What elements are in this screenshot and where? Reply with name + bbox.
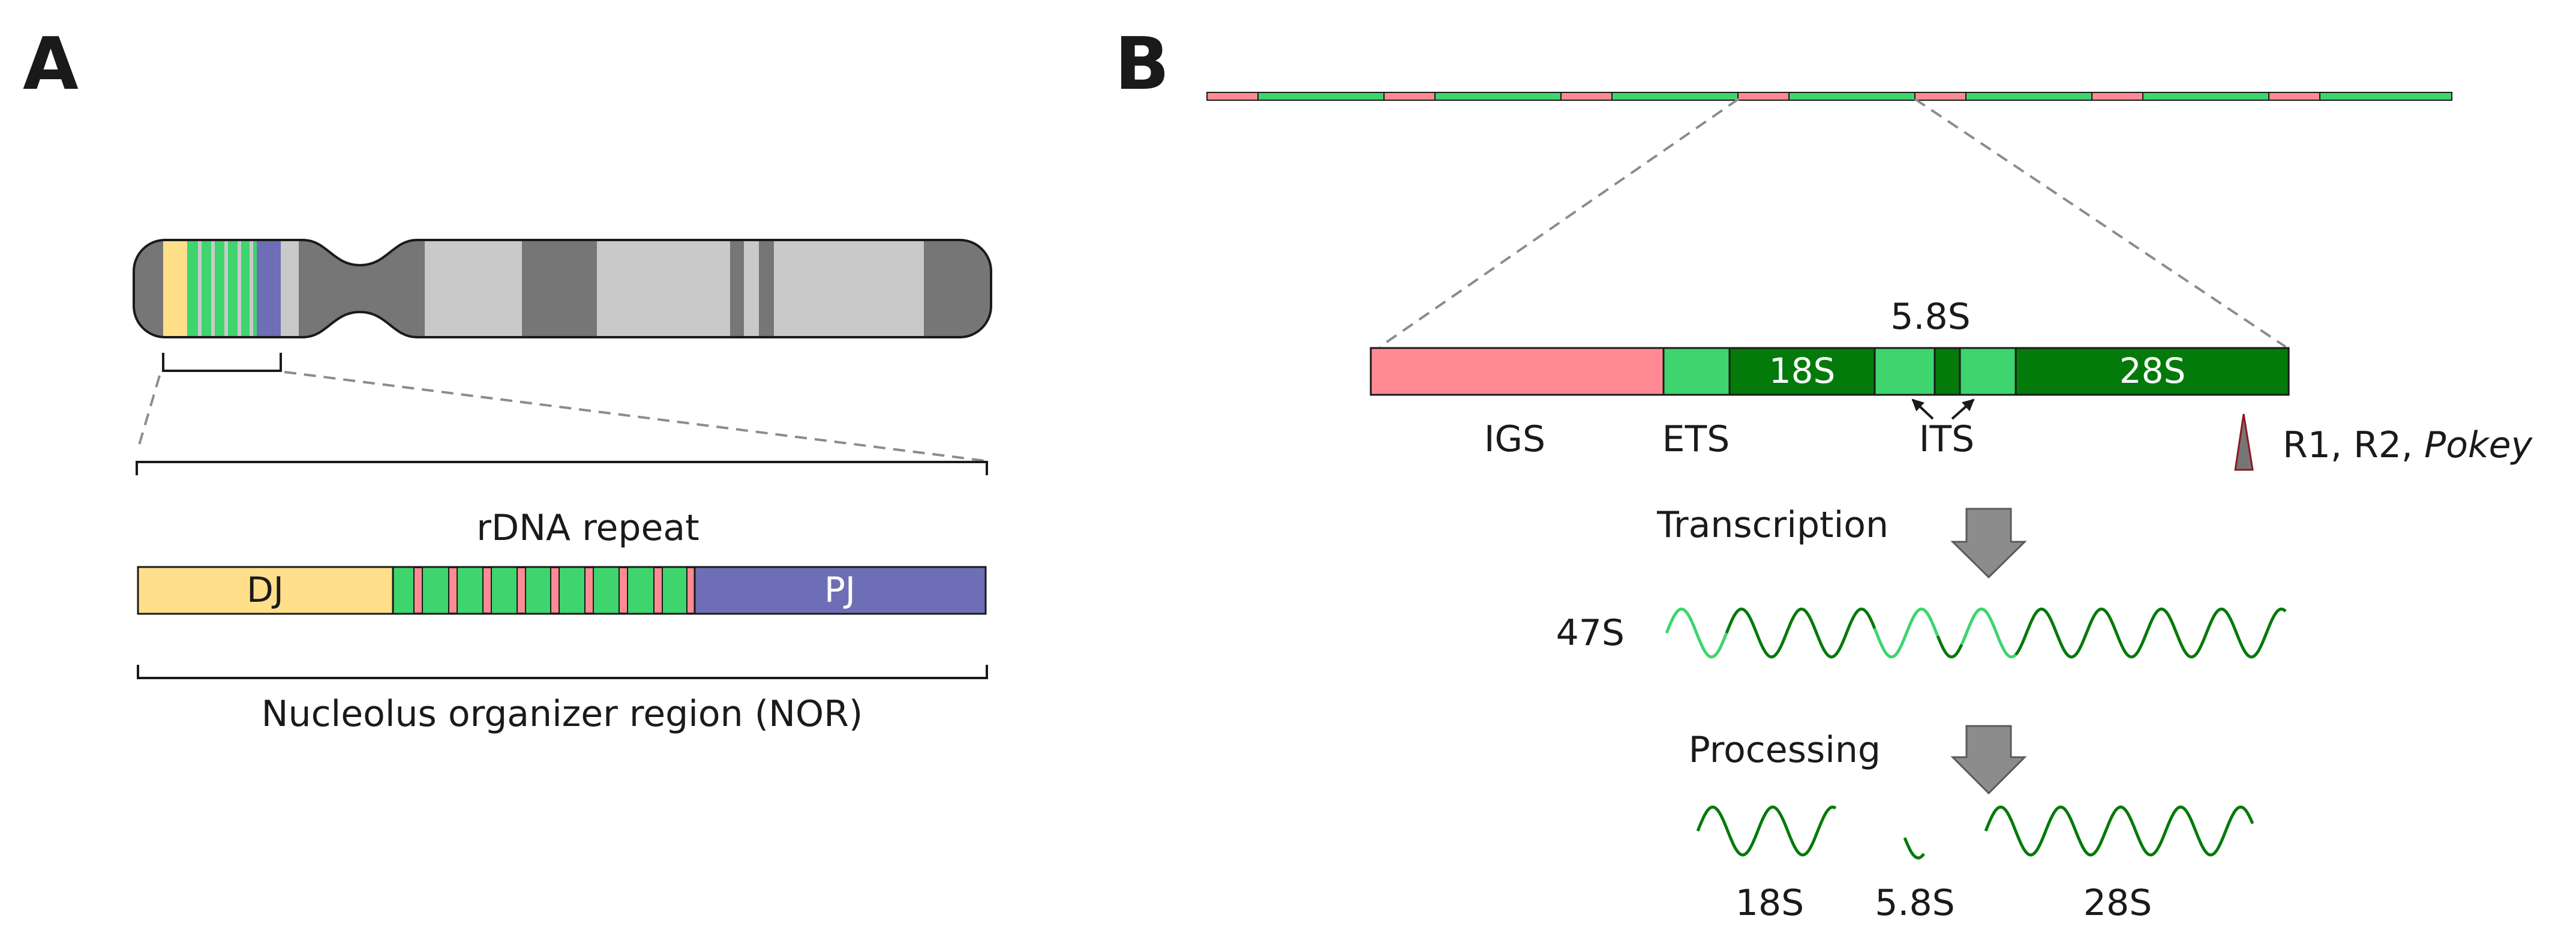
rdna-repeat-spacer <box>584 567 594 614</box>
array-igs-segment <box>1914 92 1966 101</box>
rdna-unit: 18S 28S 5.8S <box>1370 296 2290 396</box>
wave-28s-part <box>2014 607 2287 659</box>
chromosome-pj-band <box>257 240 281 337</box>
processing-label: Processing <box>1689 729 1881 771</box>
chromosome-light-band <box>281 240 299 337</box>
label-igs: IGS <box>1484 418 1545 460</box>
zoom-line-left <box>137 375 161 449</box>
chromosome-light-band <box>425 240 522 337</box>
array-igs-segment <box>2091 92 2143 101</box>
zoom-line-right <box>284 371 986 462</box>
wave-ets-part <box>1665 607 1728 659</box>
product-28s-label: 28S <box>2083 882 2152 924</box>
rdna-repeat-spacer <box>517 567 526 614</box>
label-ets: ETS <box>1662 418 1730 460</box>
its2-segment <box>1959 347 2017 396</box>
chromosome-stripe <box>198 240 202 337</box>
rdna-repeat-spacer <box>482 567 492 614</box>
te-label-italic: Pokey <box>2424 424 2533 466</box>
tandem-rdna-array <box>1206 92 2452 101</box>
igs-segment <box>1370 347 1665 396</box>
nor-bottom-bracket <box>137 665 988 679</box>
its1-segment <box>1874 347 1936 396</box>
wave-its2-part <box>1960 607 2017 659</box>
chromosome-stripe <box>250 240 253 337</box>
label-28s-in-unit: 28S <box>2119 350 2186 391</box>
product-58s-label: 5.8S <box>1875 882 1955 924</box>
wave-58s-part <box>1936 635 1963 659</box>
chromosome <box>133 239 992 338</box>
chromosome-rdna-band <box>187 240 257 337</box>
array-igs-segment <box>1737 92 1790 101</box>
transcript-47s-label: 47S <box>1556 612 1625 654</box>
chromosome-stripe <box>224 240 228 337</box>
panel-a: A <box>23 23 992 735</box>
product-18s-label: 18S <box>1736 882 1804 924</box>
wave-its1-part <box>1873 607 1939 659</box>
panel-b: B 18S 28S 5.8S IGS ETS ITS R1, R2, Pokey <box>1115 23 2533 924</box>
rdna-repeat-spacer <box>619 567 628 614</box>
array-zoom-line-right <box>1914 98 2287 348</box>
array-gene-segment <box>2142 92 2269 101</box>
nor-label: Nucleolus organizer region (NOR) <box>262 693 863 735</box>
chromosome-light-band <box>597 240 730 337</box>
panel-b-letter: B <box>1115 23 1169 106</box>
transcription-label: Transcription <box>1656 504 1889 546</box>
chromosome-region-bracket <box>162 353 282 372</box>
chromosome-stripe <box>238 240 241 337</box>
pj-segment <box>693 566 987 615</box>
array-gene-segment <box>2319 92 2452 101</box>
rdna-repeat-units <box>413 567 696 614</box>
label-58s-above-unit: 5.8S <box>1890 296 1971 338</box>
rdna-repeat-spacer <box>653 567 663 614</box>
chromosome-stripe <box>211 240 215 337</box>
ets-segment <box>1662 347 1731 396</box>
product-18s-wave <box>1696 805 1837 857</box>
te-label-plain: R1, R2, <box>2283 424 2424 466</box>
rdna-repeat-spacer <box>550 567 560 614</box>
te-insertion-triangle <box>2234 413 2254 471</box>
chromosome-dj-band <box>163 240 187 337</box>
rdna-repeat-spacer <box>448 567 458 614</box>
array-igs-segment <box>1206 92 1259 101</box>
array-igs-segment <box>2268 92 2320 101</box>
rdna-repeat-label: rDNA repeat <box>476 507 699 549</box>
product-58s-wave <box>1903 837 1925 860</box>
array-igs-segment <box>1560 92 1613 101</box>
te-label: R1, R2, Pokey <box>2283 424 2533 466</box>
dj-segment <box>137 566 394 615</box>
array-igs-segment <box>1383 92 1436 101</box>
rrna-58s-segment <box>1933 347 1961 396</box>
array-gene-segment <box>1611 92 1739 101</box>
dj-label: DJ <box>247 569 284 610</box>
transcript-47s-wave <box>1665 607 2287 659</box>
wave-18s-part <box>1725 607 1877 659</box>
chromosome-light-band <box>744 240 759 337</box>
array-gene-segment <box>1965 92 2092 101</box>
nor-top-bracket <box>136 461 988 475</box>
array-zoom-line-left <box>1379 98 1740 348</box>
rrna-18s-segment <box>1728 347 1876 396</box>
array-gene-segment <box>1257 92 1385 101</box>
pj-label: PJ <box>824 569 855 610</box>
its-arrow-left <box>1911 398 1934 420</box>
transcription-arrow <box>1950 508 2027 579</box>
nor-bar: DJ PJ <box>137 566 987 615</box>
array-gene-segment <box>1434 92 1562 101</box>
label-18s-in-unit: 18S <box>1769 350 1836 391</box>
chromosome-outline <box>133 239 992 338</box>
array-gene-segment <box>1788 92 1916 101</box>
rdna-array-segment <box>392 566 696 615</box>
chromosome-light-band <box>774 240 924 337</box>
rdna-repeat-spacer <box>413 567 423 614</box>
panel-a-letter: A <box>23 23 79 106</box>
processing-arrow <box>1950 725 2027 795</box>
its-arrow-right <box>1951 398 1975 420</box>
label-its: ITS <box>1919 418 1974 460</box>
product-28s-wave <box>1984 805 2254 857</box>
rrna-28s-segment <box>2014 347 2290 396</box>
processed-rrna-waves <box>1696 805 2254 860</box>
